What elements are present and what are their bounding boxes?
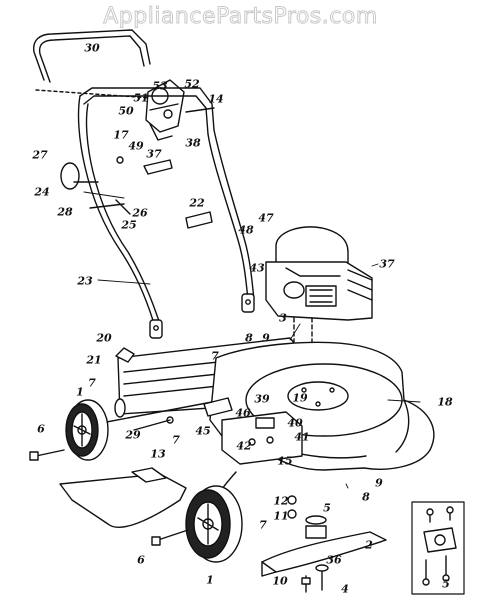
callout-43: 43 xyxy=(249,261,265,275)
callout-53: 53 xyxy=(152,79,168,93)
callout-28: 28 xyxy=(57,205,73,219)
callout-8-upper: 8 xyxy=(245,331,253,345)
rear-wheel xyxy=(65,399,109,461)
front-wheel xyxy=(185,485,243,563)
callout-12: 12 xyxy=(273,494,289,508)
blade-hardware xyxy=(287,495,329,593)
callout-1-rear: 1 xyxy=(76,385,84,399)
callout-29: 29 xyxy=(125,428,141,442)
leader-lines xyxy=(83,191,421,489)
callout-7-rear: 7 xyxy=(88,376,96,390)
callout-14: 14 xyxy=(208,92,224,106)
callout-52: 52 xyxy=(184,77,200,91)
callout-25: 25 xyxy=(121,218,137,232)
callout-50: 50 xyxy=(118,104,134,118)
rear-flap xyxy=(59,467,187,528)
callout-36: 36 xyxy=(326,553,342,567)
callout-37-engine: 37 xyxy=(379,257,395,271)
callout-24: 24 xyxy=(34,185,50,199)
callout-7-axle: 7 xyxy=(172,433,180,447)
callout-19: 19 xyxy=(292,391,308,405)
callout-21: 21 xyxy=(86,353,102,367)
callout-11: 11 xyxy=(273,509,289,523)
callout-8-lower: 8 xyxy=(362,490,370,504)
callout-5-hub: 5 xyxy=(323,501,331,515)
handle-knobs xyxy=(60,156,213,229)
callout-15: 15 xyxy=(277,454,293,468)
callout-13: 13 xyxy=(150,447,166,461)
callout-6-rear: 6 xyxy=(37,422,45,436)
callout-10: 10 xyxy=(272,574,288,588)
callout-27: 27 xyxy=(32,148,48,162)
mower-blade xyxy=(261,515,387,577)
callout-4: 4 xyxy=(341,582,349,596)
callout-49: 49 xyxy=(128,139,144,153)
callout-30: 30 xyxy=(84,41,100,55)
callout-23: 23 xyxy=(77,274,93,288)
watermark: AppliancePartsPros.com xyxy=(103,4,378,30)
callout-37-upper: 37 xyxy=(146,147,162,161)
rear-axle xyxy=(95,401,213,425)
callout-1-front: 1 xyxy=(206,573,214,587)
callout-17: 17 xyxy=(113,128,129,142)
callout-38: 38 xyxy=(185,136,201,150)
callout-47: 47 xyxy=(258,211,274,225)
callout-22: 22 xyxy=(189,196,205,210)
callout-5-inset: 5 xyxy=(442,577,450,591)
callout-48: 48 xyxy=(238,223,254,237)
lower-handle xyxy=(77,87,255,339)
callout-9-lower: 9 xyxy=(375,476,383,490)
callout-45: 45 xyxy=(195,424,211,438)
callout-26: 26 xyxy=(132,206,148,220)
axle-bolts xyxy=(29,416,189,546)
callout-20: 20 xyxy=(96,331,112,345)
callout-6-front: 6 xyxy=(137,553,145,567)
callout-7-front: 7 xyxy=(259,518,267,532)
blade-adapter-inset xyxy=(411,501,465,595)
callout-2: 2 xyxy=(365,538,373,552)
callout-51: 51 xyxy=(133,91,149,105)
callout-41: 41 xyxy=(294,430,310,444)
callout-40: 40 xyxy=(287,416,303,430)
callout-18: 18 xyxy=(437,395,453,409)
callout-3: 3 xyxy=(279,311,287,325)
throttle-control xyxy=(145,79,215,141)
callout-42: 42 xyxy=(236,439,252,453)
callout-7-center: 7 xyxy=(211,349,219,363)
callout-46: 46 xyxy=(235,406,251,420)
callout-9-upper: 9 xyxy=(262,331,270,345)
callout-39: 39 xyxy=(254,392,270,406)
